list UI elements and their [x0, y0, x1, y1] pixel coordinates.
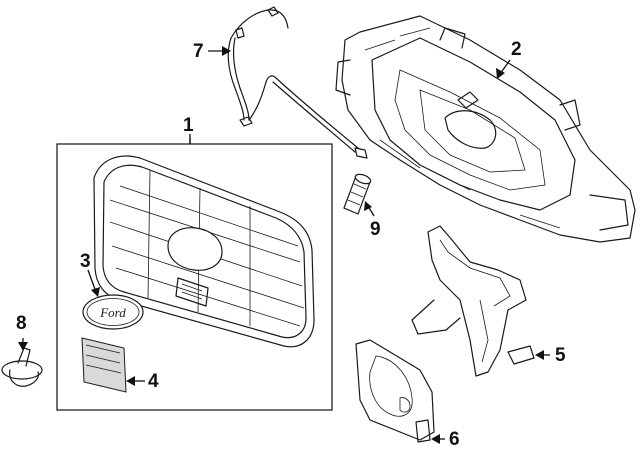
callout-3: 3 [80, 251, 91, 272]
radiator-support-part [335, 15, 636, 243]
wiring-harness-part [227, 6, 368, 159]
badge-part [81, 337, 127, 393]
callout-1: 1 [183, 115, 194, 136]
callout-9: 9 [370, 219, 381, 240]
callout-4: 4 [148, 371, 159, 392]
callout-6: 6 [449, 429, 460, 450]
fastener-part [343, 173, 372, 215]
grille-part [93, 155, 315, 348]
ford-emblem-part: Ford [82, 294, 144, 330]
callout-5: 5 [555, 345, 566, 366]
callout-8: 8 [16, 313, 27, 334]
callout-2: 2 [511, 39, 522, 60]
emblem-text: Ford [99, 305, 126, 320]
bracket-part [411, 225, 535, 377]
grille-assembly-box [56, 143, 333, 411]
clip-part [1, 347, 43, 387]
callout-7: 7 [193, 41, 204, 62]
lower-bracket-part [355, 339, 435, 443]
